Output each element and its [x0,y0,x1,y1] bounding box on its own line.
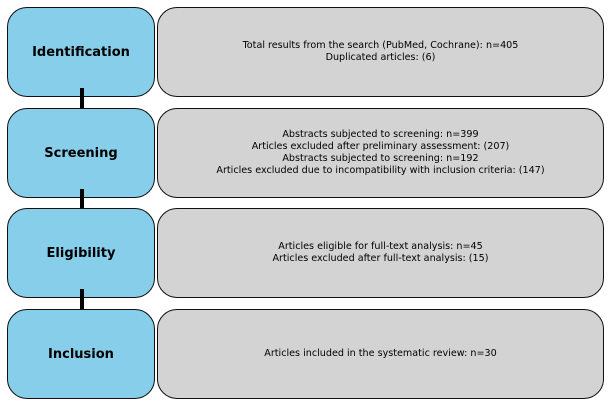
stage-box-identification: Total results from the search (PubMed, C… [157,7,604,97]
screening-line-2: Articles excluded after preliminary asse… [251,141,510,152]
inclusion-line-1: Articles included in the systematic revi… [264,348,497,359]
eligibility-line-1: Articles eligible for full-text analysis… [278,241,483,252]
identification-line-2: Duplicated articles: (6) [325,52,436,63]
screening-line-3: Abstracts subjected to screening: n=192 [282,153,479,164]
screening-line-1: Abstracts subjected to screening: n=399 [282,129,479,140]
stage-box-eligibility: Articles eligible for full-text analysis… [157,208,604,298]
stage-label-identification: Identification [7,7,155,97]
identification-line-1: Total results from the search (PubMed, C… [242,40,519,51]
stage-label-screening: Screening [7,108,155,198]
stage-box-screening: Abstracts subjected to screening: n=399 … [157,108,604,198]
stage-label-inclusion: Inclusion [7,309,155,399]
stage-label-eligibility: Eligibility [7,208,155,298]
screening-line-4: Articles excluded due to incompatibility… [216,165,545,176]
stage-box-inclusion: Articles included in the systematic revi… [157,309,604,399]
eligibility-line-2: Articles excluded after full-text analys… [272,253,489,264]
